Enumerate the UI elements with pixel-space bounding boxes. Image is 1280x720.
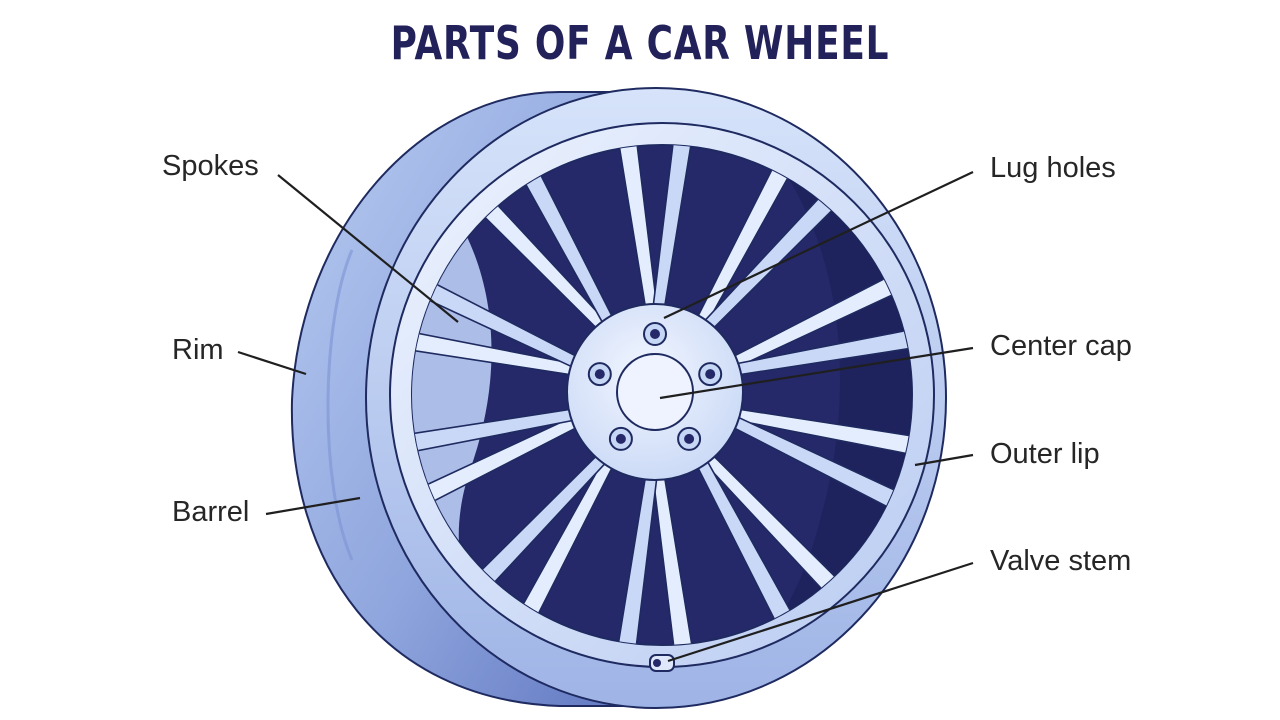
spokes-group	[412, 145, 912, 645]
valve-stem-leader-line	[667, 561, 974, 663]
lug-holes-group	[587, 322, 723, 451]
barrel-leader-line	[265, 496, 361, 516]
lug-hole-center	[650, 329, 660, 339]
center-cap-leader-line	[659, 346, 974, 400]
center-cap-shape	[616, 353, 694, 431]
diagram-title: PARTS OF A CAR WHEEL	[390, 16, 890, 70]
lug-holes-label: Lug holes	[990, 152, 1116, 184]
rim-label: Rim	[172, 334, 224, 366]
lug-hole-center	[684, 433, 695, 444]
lug-holes-leader-line	[663, 171, 974, 319]
valve-stem-label: Valve stem	[990, 545, 1132, 577]
lug-hole-center	[705, 369, 716, 380]
lug-hole-center	[594, 369, 605, 380]
center-cap-label: Center cap	[990, 330, 1132, 362]
outer-lip-label: Outer lip	[990, 438, 1100, 470]
barrel-label: Barrel	[172, 496, 250, 528]
rim-leader-line	[237, 350, 307, 376]
spokes-label: Spokes	[162, 150, 259, 182]
spokes-leader-line	[277, 174, 459, 323]
lug-hole-center	[615, 433, 626, 444]
outer-lip-leader-line	[914, 453, 974, 467]
valve-stem-shape	[649, 654, 675, 672]
